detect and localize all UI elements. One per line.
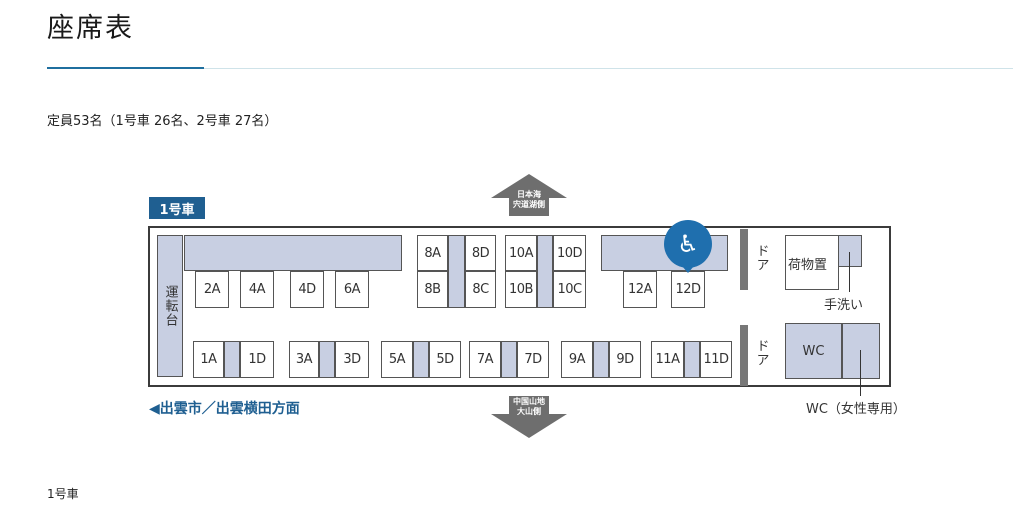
seat-7D[interactable]: 7D xyxy=(517,341,549,378)
handwash-leader xyxy=(849,252,850,292)
door-label-top: ドア xyxy=(753,244,769,272)
page-title: 座席表 xyxy=(47,13,134,44)
seat-11A[interactable]: 11A xyxy=(651,341,684,378)
wc-women-room xyxy=(842,323,880,379)
handwash-label: 手洗い xyxy=(824,298,864,313)
car-section-label: 1号車 xyxy=(47,487,79,501)
table-10 xyxy=(537,235,553,308)
seat-8B[interactable]: 8B xyxy=(417,271,448,308)
seat-5D[interactable]: 5D xyxy=(429,341,461,378)
table-3 xyxy=(319,341,335,378)
title-divider-accent xyxy=(47,67,204,69)
table-8 xyxy=(448,235,465,308)
wc-women-leader xyxy=(860,350,861,396)
seat-1A[interactable]: 1A xyxy=(193,341,224,378)
seat-3D[interactable]: 3D xyxy=(335,341,369,378)
seat-4D[interactable]: 4D xyxy=(290,271,324,308)
capacity-text: 定員53名（1号車 26名、2号車 27名） xyxy=(47,114,278,129)
door-bottom xyxy=(740,325,748,386)
table-1 xyxy=(224,341,240,378)
seat-2A[interactable]: 2A xyxy=(195,271,229,308)
door-label-bottom: ドア xyxy=(753,339,769,367)
seat-8D[interactable]: 8D xyxy=(465,235,496,271)
seat-7A[interactable]: 7A xyxy=(469,341,501,378)
sea-side-arrow xyxy=(491,174,567,216)
seat-8A[interactable]: 8A xyxy=(417,235,448,271)
table-5 xyxy=(413,341,429,378)
door-top xyxy=(740,229,748,290)
seat-5A[interactable]: 5A xyxy=(381,341,413,378)
seat-10C[interactable]: 10C xyxy=(553,271,586,308)
car-number-badge: 1号車 xyxy=(149,197,205,219)
bench-top-left xyxy=(184,235,402,271)
wheelchair-icon: ♿ xyxy=(664,220,712,268)
seat-3A[interactable]: 3A xyxy=(289,341,319,378)
seat-6A[interactable]: 6A xyxy=(335,271,369,308)
seat-12D[interactable]: 12D xyxy=(671,271,705,308)
mountain-side-label: 中国山地 大山側 xyxy=(513,397,545,416)
seat-10B[interactable]: 10B xyxy=(505,271,537,308)
handwash-basin xyxy=(838,235,862,267)
seat-10D[interactable]: 10D xyxy=(553,235,586,271)
seat-10A[interactable]: 10A xyxy=(505,235,537,271)
table-9 xyxy=(593,341,609,378)
seat-9D[interactable]: 9D xyxy=(609,341,641,378)
sea-side-label: 日本海 宍道湖側 xyxy=(513,190,545,209)
direction-left-label: ◀出雲市／出雲横田方面 xyxy=(149,401,300,417)
table-7 xyxy=(501,341,517,378)
seat-9A[interactable]: 9A xyxy=(561,341,593,378)
luggage-label: 荷物置 xyxy=(787,254,829,273)
seat-8C[interactable]: 8C xyxy=(465,271,496,308)
driver-cab: 運転台 xyxy=(157,235,183,377)
title-divider xyxy=(47,68,1013,69)
mountain-side-arrow xyxy=(491,396,567,438)
wc-room: WC xyxy=(785,323,842,379)
seat-11D[interactable]: 11D xyxy=(700,341,732,378)
seat-4A[interactable]: 4A xyxy=(240,271,274,308)
wheelchair-pointer-icon xyxy=(682,266,694,273)
seat-1D[interactable]: 1D xyxy=(240,341,274,378)
seat-12A[interactable]: 12A xyxy=(623,271,657,308)
wc-women-label: WC（女性専用） xyxy=(806,402,906,417)
table-11 xyxy=(684,341,700,378)
